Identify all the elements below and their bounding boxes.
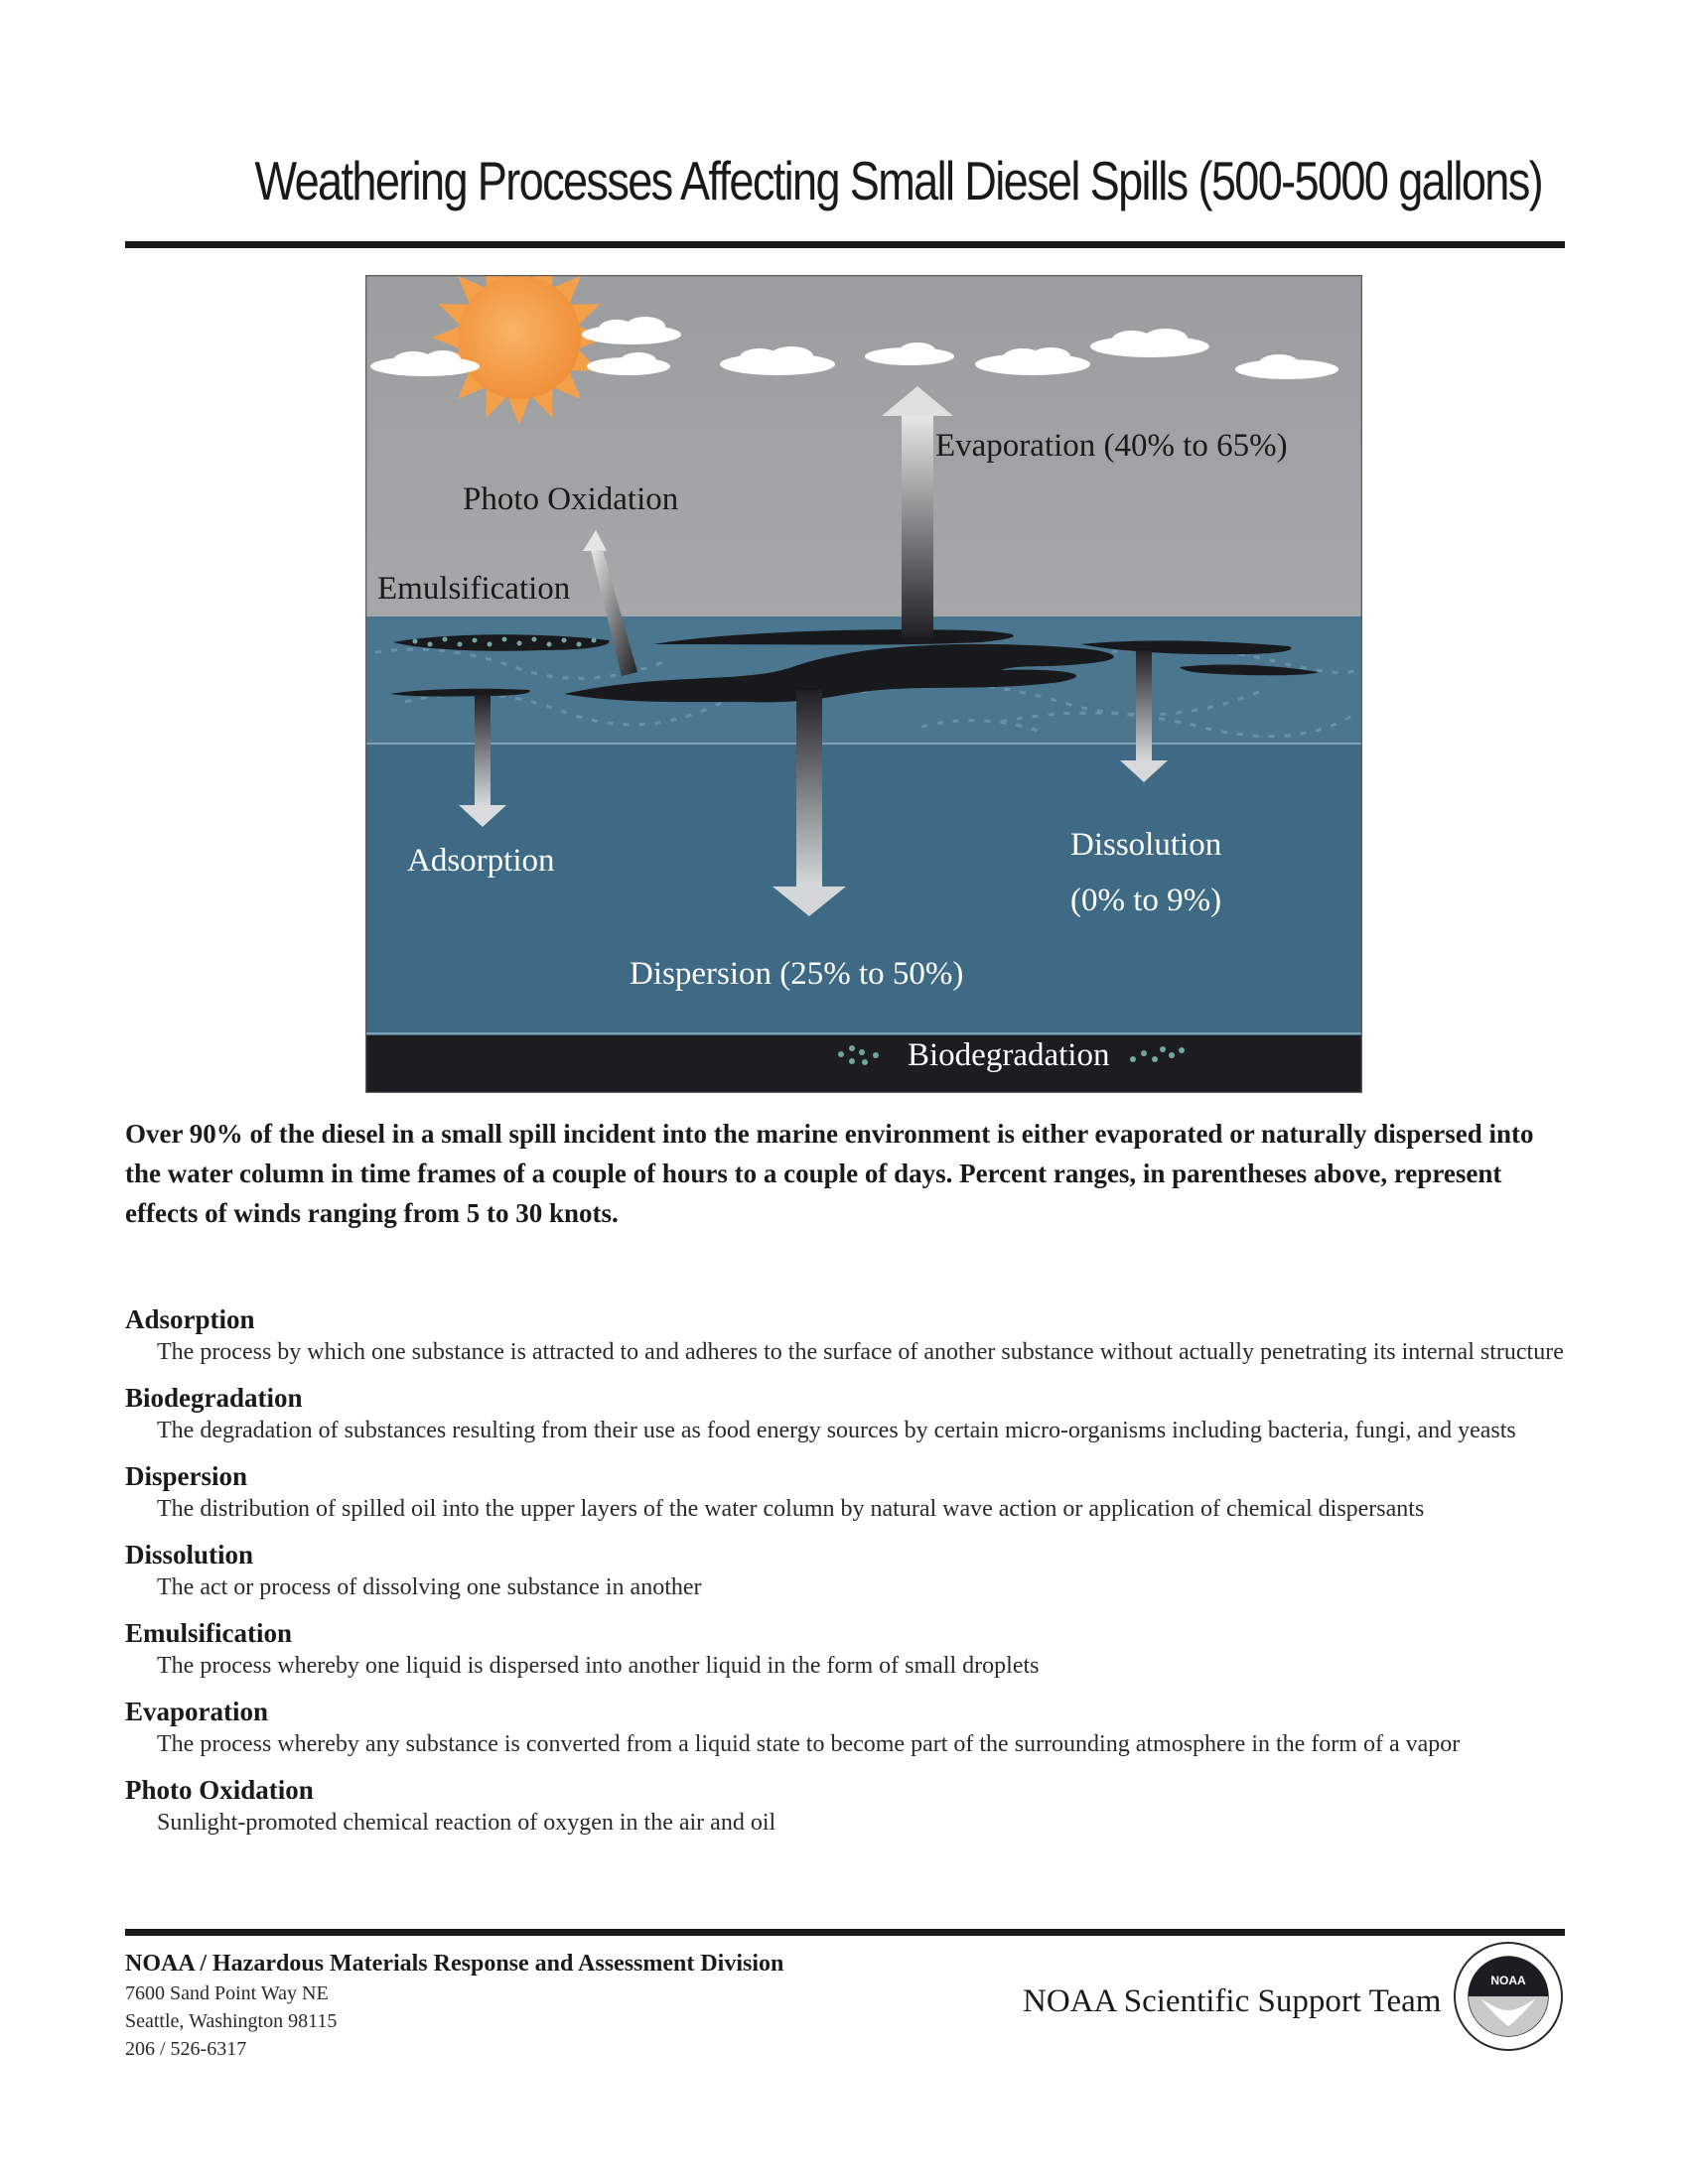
footer-contact: NOAA / Hazardous Materials Response and … [125, 1948, 783, 2063]
glossary-term: Biodegradation [125, 1383, 303, 1413]
glossary-term: Dispersion [125, 1461, 248, 1491]
dispersion-arrow [773, 690, 846, 916]
glossary-definition: The distribution of spilled oil into the… [157, 1496, 1425, 1522]
photo-oxidation-label: Photo Oxidation [463, 481, 679, 517]
sun-icon [432, 275, 607, 425]
glossary-term: Adsorption [125, 1304, 255, 1334]
glossary-term: Evaporation [125, 1697, 269, 1726]
footer-team-name: NOAA Scientific Support Team [1023, 1983, 1442, 2019]
footer-organization: NOAA / Hazardous Materials Response and … [125, 1951, 784, 1977]
dissolution-range-label: (0% to 9%) [1070, 883, 1222, 918]
diagram-illustration [365, 275, 1362, 1093]
weathering-diagram: Evaporation (40% to 65%) Photo Oxidation… [365, 275, 1362, 1093]
glossary-definition: The process whereby any substance is con… [157, 1731, 1461, 1757]
water-column-layer [365, 744, 1362, 1035]
dissolution-label: Dissolution [1070, 827, 1222, 863]
emulsification-label: Emulsification [377, 571, 571, 607]
glossary-definition: Sunlight-promoted chemical reaction of o… [157, 1810, 776, 1836]
svg-text:NOAA: NOAA [1490, 1974, 1526, 1987]
footer-address-line-2: Seattle, Washington 98115 [125, 2010, 338, 2032]
glossary-definition: The degradation of substances resulting … [157, 1418, 1516, 1443]
footer-phone: 206 / 526-6317 [125, 2038, 247, 2060]
microbe-dots [838, 1045, 1185, 1065]
glossary-term: Emulsification [125, 1618, 293, 1648]
glossary-definition: The process by which one substance is at… [157, 1339, 1564, 1365]
photo-oxidation-arrow [583, 530, 637, 676]
title-divider [125, 241, 1565, 248]
glossary-term: Dissolution [125, 1540, 254, 1570]
summary-paragraph: Over 90% of the diesel in a small spill … [125, 1119, 1534, 1228]
footer-divider [125, 1929, 1565, 1936]
dispersion-label: Dispersion (25% to 50%) [630, 956, 964, 992]
glossary-definition: The act or process of dissolving one sub… [157, 1574, 702, 1600]
glossary-term: Photo Oxidation [125, 1775, 314, 1805]
glossary-definition: The process whereby one liquid is disper… [157, 1653, 1040, 1679]
noaa-logo-icon: NOAA [1454, 1942, 1563, 2051]
dissolution-arrow [1120, 650, 1168, 782]
page-title: Weathering Processes Affecting Small Die… [254, 150, 1544, 211]
evaporation-arrow [882, 386, 953, 637]
biodegradation-label: Biodegradation [908, 1037, 1110, 1073]
emulsion-droplets [412, 636, 597, 647]
footer-address-line-1: 7600 Sand Point Way NE [125, 1982, 329, 2004]
adsorption-arrow [459, 695, 506, 827]
evaporation-label: Evaporation (40% to 65%) [935, 428, 1288, 464]
adsorption-label: Adsorption [407, 843, 555, 879]
glossary: Adsorption The process by which one subs… [125, 1302, 1575, 1851]
cloud-icons [370, 317, 1338, 379]
